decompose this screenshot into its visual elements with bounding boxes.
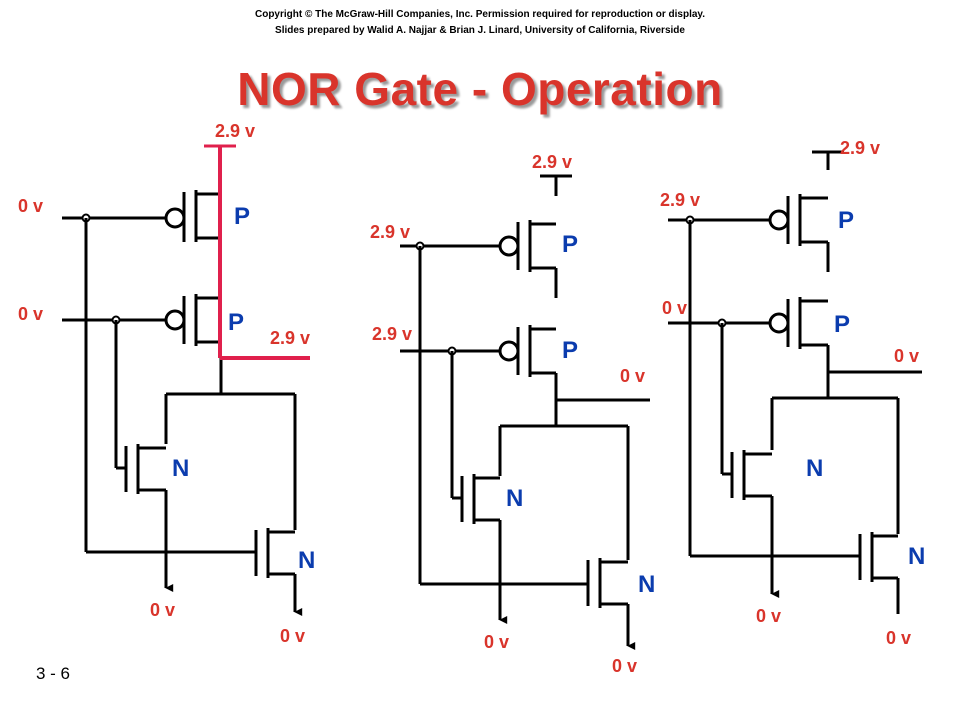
c3-input-a-label: 2.9 v [660,190,700,210]
slide-number: 3 - 6 [36,664,71,683]
c1-gnd-2-label: 0 v [280,626,305,646]
c3-n2-label: N [908,543,925,570]
c2-p1-label: P [562,231,578,258]
circuit-3-labels: 2.9 v 2.9 v 0 v 0 v 0 v 0 v P P N N [660,138,925,648]
c3-output-label: 0 v [894,346,919,366]
c1-p2-label: P [228,309,244,336]
c2-p2-label: P [562,337,578,364]
c1-gnd-1-label: 0 v [150,600,175,620]
slide-title: NOR Gate - Operation [237,63,723,115]
circuit-3-mixed-inputs [668,150,922,614]
c3-p2-label: P [834,311,850,338]
c1-vdd-label: 2.9 v [215,121,255,141]
c3-p1-label: P [838,207,854,234]
c2-gnd-2-label: 0 v [612,656,637,676]
c3-gnd-1-label: 0 v [756,606,781,626]
c1-n1-label: N [172,455,189,482]
c2-vdd-label: 2.9 v [532,152,572,172]
c3-vdd-label: 2.9 v [840,138,880,158]
c1-input-b-label: 0 v [18,304,43,324]
copyright-line-1: Copyright © The McGraw-Hill Companies, I… [254,9,706,20]
circuit-2-inputs-high [400,174,650,650]
circuit-1-labels: 2.9 v 0 v 0 v 2.9 v 0 v 0 v P P N N [18,121,315,646]
c3-n1-label: N [806,455,823,482]
c2-input-a-label: 2.9 v [370,222,410,242]
c1-input-a-label: 0 v [18,196,43,216]
c2-n2-label: N [638,571,655,598]
circuit-1-inputs-low [62,144,310,616]
c2-gnd-1-label: 0 v [484,632,509,652]
copyright-line-2: Slides prepared by Walid A. Najjar & Bri… [275,25,685,36]
c2-input-b-label: 2.9 v [372,324,412,344]
c3-input-b-label: 0 v [662,298,687,318]
c1-p1-label: P [234,203,250,230]
c1-output-label: 2.9 v [270,328,310,348]
c3-gnd-2-label: 0 v [886,628,911,648]
c2-output-label: 0 v [620,366,645,386]
c1-n2-label: N [298,547,315,574]
circuit-2-labels: 2.9 v 2.9 v 2.9 v 0 v 0 v 0 v P P N N [370,152,655,676]
c2-n1-label: N [506,485,523,512]
